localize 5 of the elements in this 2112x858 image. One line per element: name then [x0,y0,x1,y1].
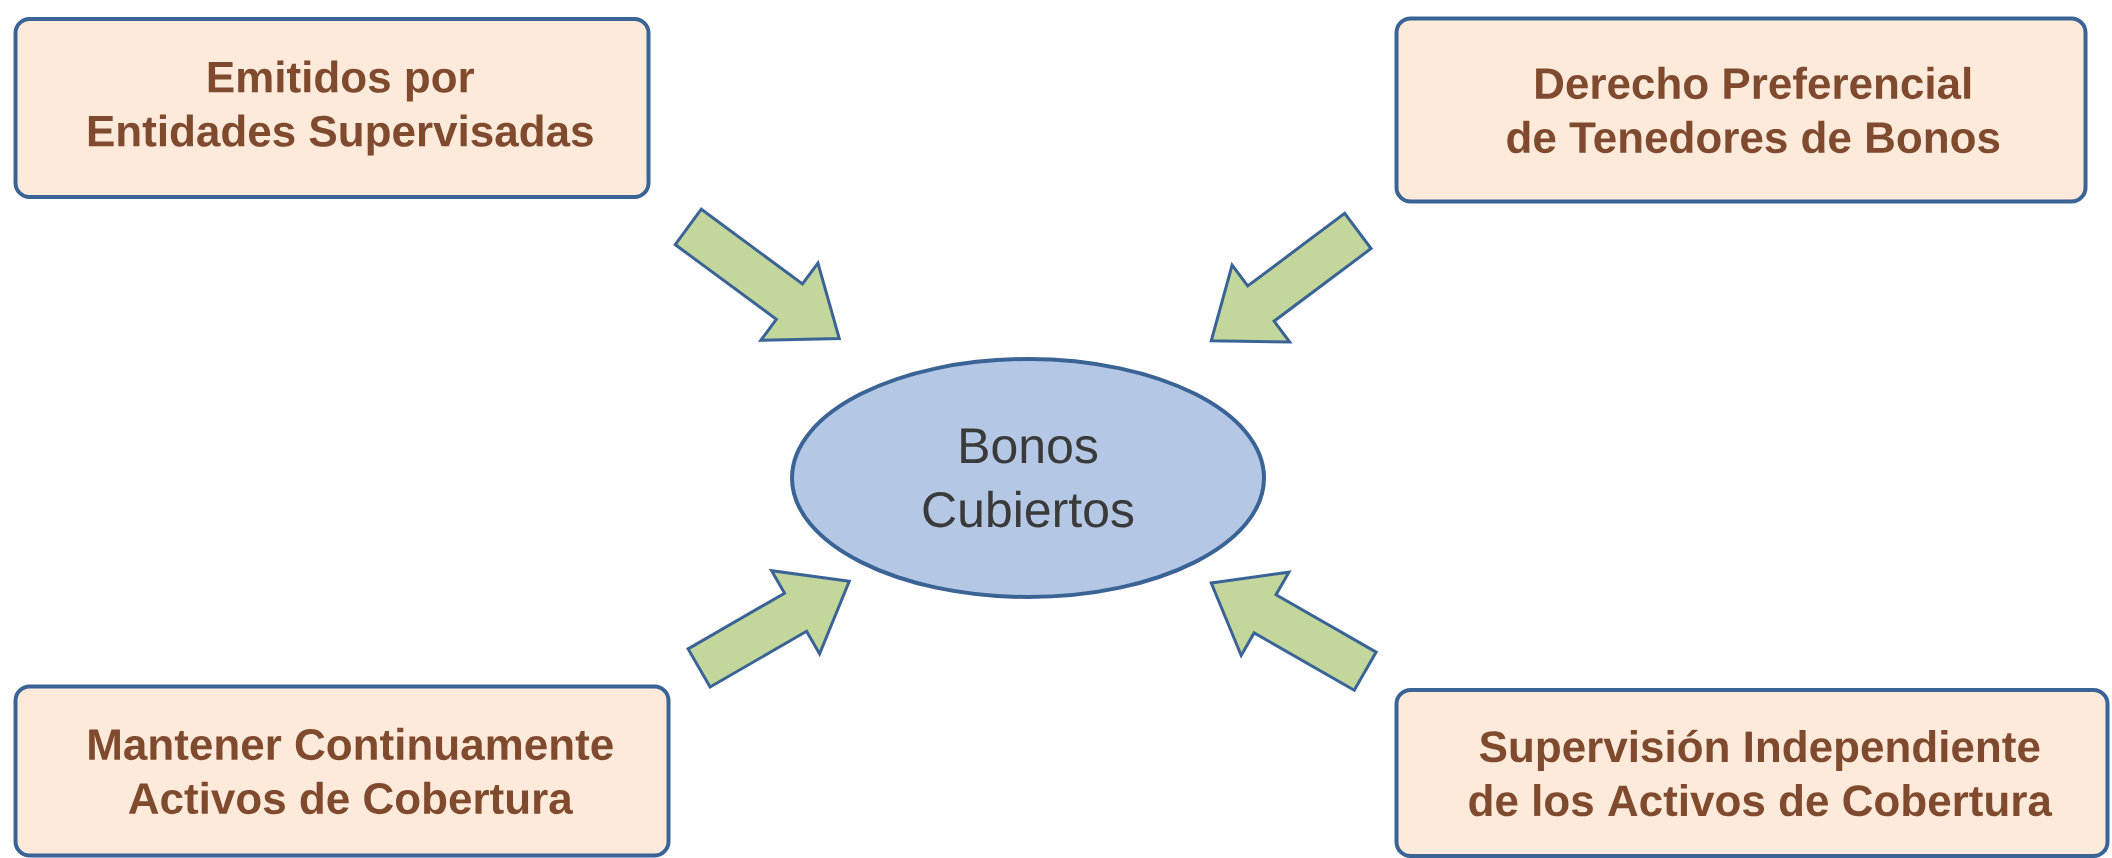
text-box: Supervisión Independiente de los Activos de Cobertura [1394,688,2110,858]
text-box: Derecho Preferencial de Tenedores de Bonos [1394,16,2088,204]
text-box: Emitidos por Entidades Supervisadas [13,17,651,199]
text-box: Mantener Continuamente Activos de Cobertura [13,684,671,858]
block-arrow [673,207,842,342]
